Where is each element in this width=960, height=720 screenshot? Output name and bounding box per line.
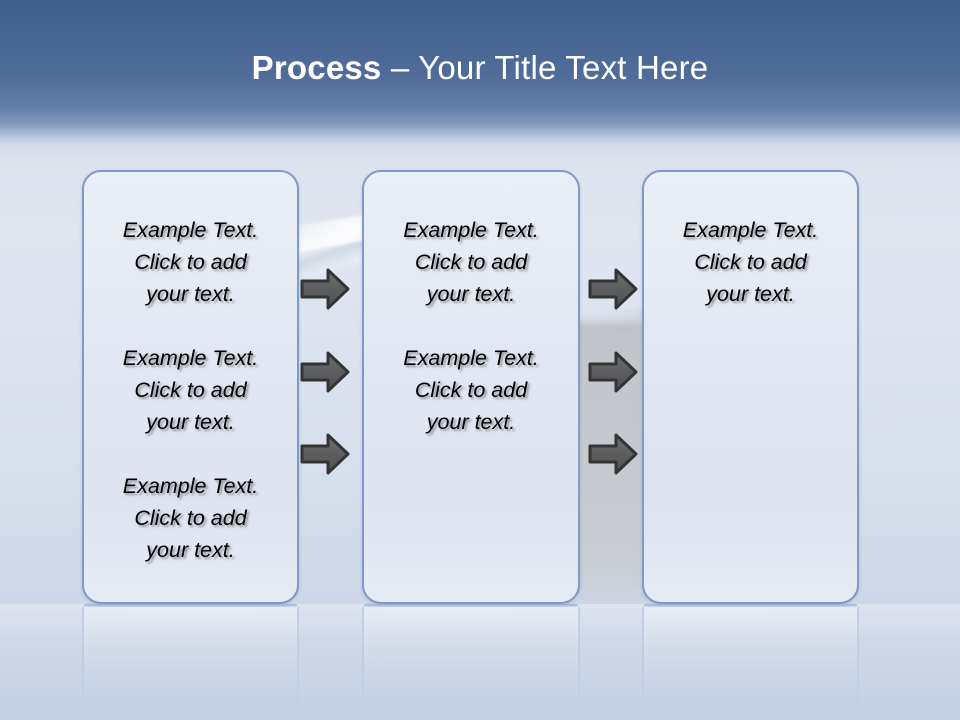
right-block-arrow-icon[interactable] <box>300 267 350 311</box>
right-block-arrow-icon[interactable] <box>588 350 638 394</box>
process-step-2-content: Example Text. Click to add your text. Ex… <box>376 172 566 602</box>
right-block-arrow-icon[interactable] <box>588 432 638 476</box>
slide-title: Process – Your Title Text Here <box>0 46 960 90</box>
slide-title-strong: Process <box>251 49 382 86</box>
text-block[interactable]: Example Text. Click to add your text. <box>682 218 819 306</box>
process-step-3[interactable]: Example Text. Click to add your text. <box>642 170 859 604</box>
text-block[interactable]: Example Text. Click to add your text. <box>122 218 259 306</box>
slide-title-rest: – Your Title Text Here <box>381 49 709 86</box>
right-block-arrow-icon[interactable] <box>588 267 638 311</box>
right-block-arrow-icon[interactable] <box>300 350 350 394</box>
text-block[interactable]: Example Text. Click to add your text. <box>122 346 259 434</box>
process-step-1-content: Example Text. Click to add your text. Ex… <box>96 172 285 602</box>
text-block[interactable]: Example Text. Click to add your text. <box>403 346 539 434</box>
process-step-2[interactable]: Example Text. Click to add your text. Ex… <box>362 170 580 604</box>
process-step-1[interactable]: Example Text. Click to add your text. Ex… <box>82 170 299 604</box>
text-block[interactable]: Example Text. Click to add your text. <box>122 474 259 562</box>
text-block[interactable]: Example Text. Click to add your text. <box>403 218 539 306</box>
right-block-arrow-icon[interactable] <box>300 432 350 476</box>
process-step-3-content: Example Text. Click to add your text. <box>656 172 845 602</box>
